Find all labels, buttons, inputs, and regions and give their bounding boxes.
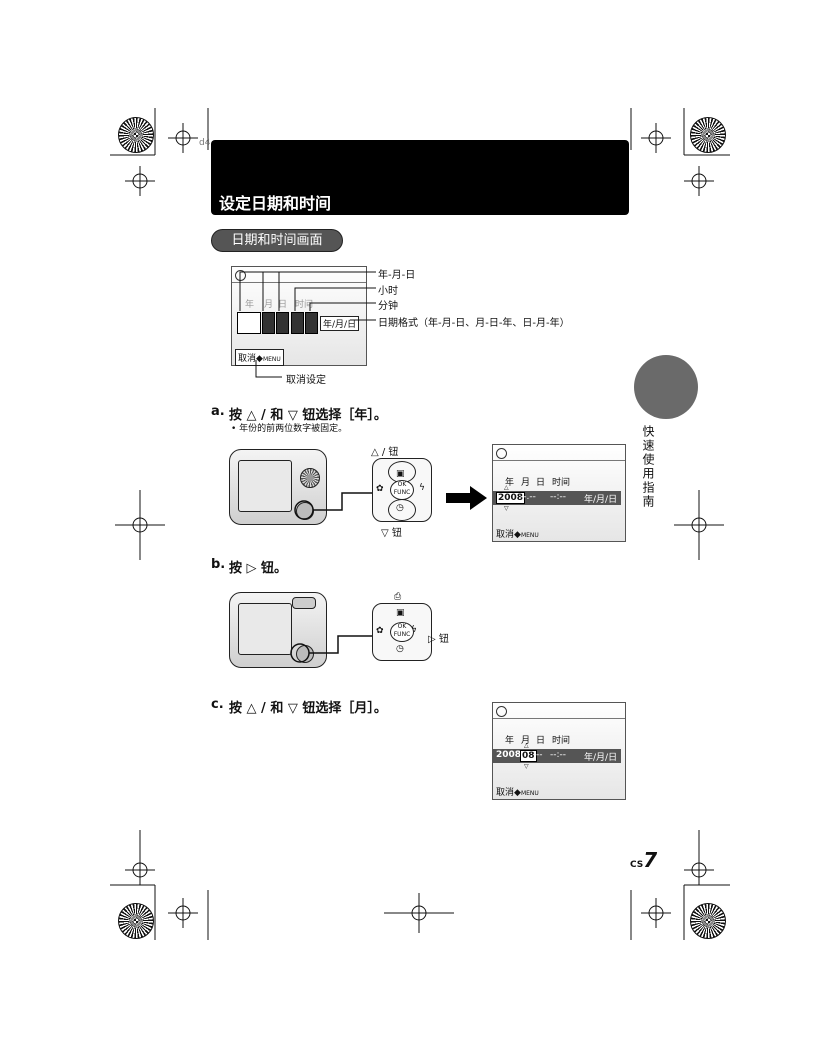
page-title: 设定日期和时间 [219,194,332,213]
time-placeholder: --:-- [550,750,567,760]
step-a-note: • 年份的前两位数字被固定。 [231,424,348,434]
diagram-year-field [237,312,261,334]
flash-icon: ϟ [411,625,417,635]
year-field-selected: 2008 [496,492,526,504]
side-tab-marker [634,355,698,419]
camera-illustration-b [229,592,327,668]
date-time-screen-c: 年 月 日 时间 2008 08 -- --:-- 年/月/日 △ ▽ 取消◆M… [492,702,626,800]
registration-dial-bottom-left [118,903,154,939]
callout-date-format: 日期格式（年-月-日、月-日-年、日-月-年） [378,318,570,329]
registration-dial-bottom-right [690,903,726,939]
step-b-right-button-label: ▷ 钮 [428,634,449,645]
day-placeholder: -- [536,750,543,760]
diagram-label-month: 月 [264,300,274,310]
title-bar [211,140,629,215]
step-a-letter: a. [211,404,225,419]
flash-icon: ϟ [419,483,425,493]
step-a-instruction: 按 △ / 和 ▽ 钮选择［年］。 [229,408,387,423]
month-field-selected: 08 [520,750,537,762]
registration-dial-top-left [118,117,154,153]
corner-job-code: d4 [199,138,211,148]
clock-icon [496,448,507,459]
diagram-cancel-box: 取消◆MENU [235,349,284,366]
diagram-label-day: 日 [278,300,288,310]
diagram-minute-field [305,312,318,334]
diagram-hour-field [291,312,304,334]
callout-minute: 分钟 [378,301,398,312]
format-value: 年/月/日 [584,495,618,505]
self-timer-icon: ◷ [396,644,404,654]
macro-icon: ✿ [376,484,384,494]
page-number: CS7 [630,848,658,872]
clock-icon [496,706,507,717]
step-a-up-button-label: △ / 钮 [371,447,399,458]
date-time-screen-a: 年 月 日 时间 2008 --.-- --:-- 年/月/日 △ ▽ 取消◆M… [492,444,626,542]
time-placeholder: --:-- [550,492,567,502]
step-c-instruction: 按 △ / 和 ▽ 钮选择［月］。 [229,701,387,716]
callout-hour: 小时 [378,286,398,297]
exposure-icon: ▣ [396,469,405,479]
cancel-hint: 取消◆MENU [496,788,539,798]
step-a-down-button-label: ▽ 钮 [381,528,402,539]
date-time-screen-diagram: 年 月 日 时间 年/月/日 取消◆MENU [231,266,367,366]
side-tab-label: 快速使用指南 [641,425,655,509]
self-timer-icon: ◷ [396,503,404,513]
print-icon: ⎙ [394,592,402,602]
callout-year-month-day: 年-月-日 [378,270,416,281]
diagram-label-year: 年 [245,300,255,310]
diagram-format-field: 年/月/日 [320,316,360,331]
camera-illustration-a [229,449,327,525]
macro-icon: ✿ [376,626,384,636]
section-heading: 日期和时间画面 [211,229,343,252]
month-day-placeholder: --.-- [520,492,536,502]
diagram-day-field [276,312,289,334]
cancel-hint: 取消◆MENU [496,530,539,540]
diagram-label-time: 时间 [295,300,314,310]
step-b-letter: b. [211,557,226,572]
registration-dial-top-right [690,117,726,153]
step-b-instruction: 按 ▷ 钮。 [229,561,288,576]
year-value: 2008 [496,750,522,760]
format-value: 年/月/日 [584,753,618,763]
step-c-letter: c. [211,697,224,712]
exposure-icon: ▣ [396,608,405,618]
callout-cancel: 取消设定 [286,375,326,386]
diagram-month-field [262,312,275,334]
